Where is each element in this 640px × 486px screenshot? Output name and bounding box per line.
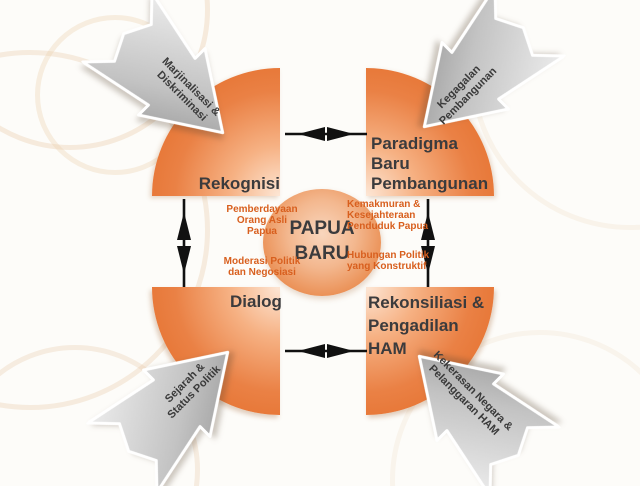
- corner-arrow-top-right-icon: [422, 0, 566, 129]
- note-pemberdayaan: Pemberdayaan Orang Asli Papua: [222, 204, 302, 237]
- note-line: Kemakmuran &: [347, 199, 421, 210]
- note-line: Moderasi Politik: [223, 256, 301, 267]
- center-circle: [263, 189, 381, 296]
- note-line: yang Konstruktif: [347, 261, 427, 272]
- label-line: Dialog: [230, 292, 282, 311]
- note-hubungan: Hubungan Politik yang Konstruktif: [347, 250, 429, 272]
- label-line: Rekognisi: [198, 174, 280, 193]
- note-kemakmuran: Kemakmuran & Kesejahteraan Penduduk Papu…: [347, 199, 428, 232]
- label-line: Pengadilan: [368, 316, 459, 335]
- label-line: Pembangunan: [371, 174, 489, 193]
- quadrant-label-paradigma: Paradigma Baru Pembangunan: [371, 134, 488, 194]
- double-arrow-vertical-left-icon: [177, 199, 191, 287]
- note-line: Orang Asli Papua: [236, 215, 288, 237]
- double-arrow-horizontal-bottom-icon: [285, 344, 367, 358]
- label-line: HAM: [368, 339, 407, 358]
- center-title: PAPUA BARU: [281, 216, 363, 266]
- label-line: Baru: [371, 154, 410, 173]
- note-line: Hubungan Politik: [347, 250, 430, 261]
- quadrant-label-rekonsiliasi: Rekonsiliasi & Pengadilan HAM: [368, 291, 484, 360]
- corner-arrow-bottom-left-icon: [86, 350, 230, 486]
- quadrant-label-rekognisi: Rekognisi: [180, 172, 280, 195]
- note-line: Penduduk Papua: [347, 221, 429, 232]
- label-line: Rekonsiliasi &: [368, 293, 485, 312]
- double-arrow-horizontal-top-icon: [285, 127, 367, 141]
- center-title-line: PAPUA: [289, 218, 355, 239]
- note-moderasi: Moderasi Politik dan Negosiasi: [222, 256, 302, 278]
- label-line: Paradigma: [371, 134, 458, 153]
- center-title-line: BARU: [294, 243, 350, 264]
- note-line: Kesejahteraan: [347, 210, 416, 221]
- corner-arrow-bottom-right-icon: [417, 354, 561, 486]
- quadrant-label-dialog: Dialog: [230, 290, 282, 313]
- note-line: Pemberdayaan: [226, 204, 298, 215]
- corner-arrow-top-left-icon: [81, 0, 225, 135]
- note-line: dan Negosiasi: [228, 267, 296, 278]
- double-arrow-vertical-right-icon: [421, 199, 435, 287]
